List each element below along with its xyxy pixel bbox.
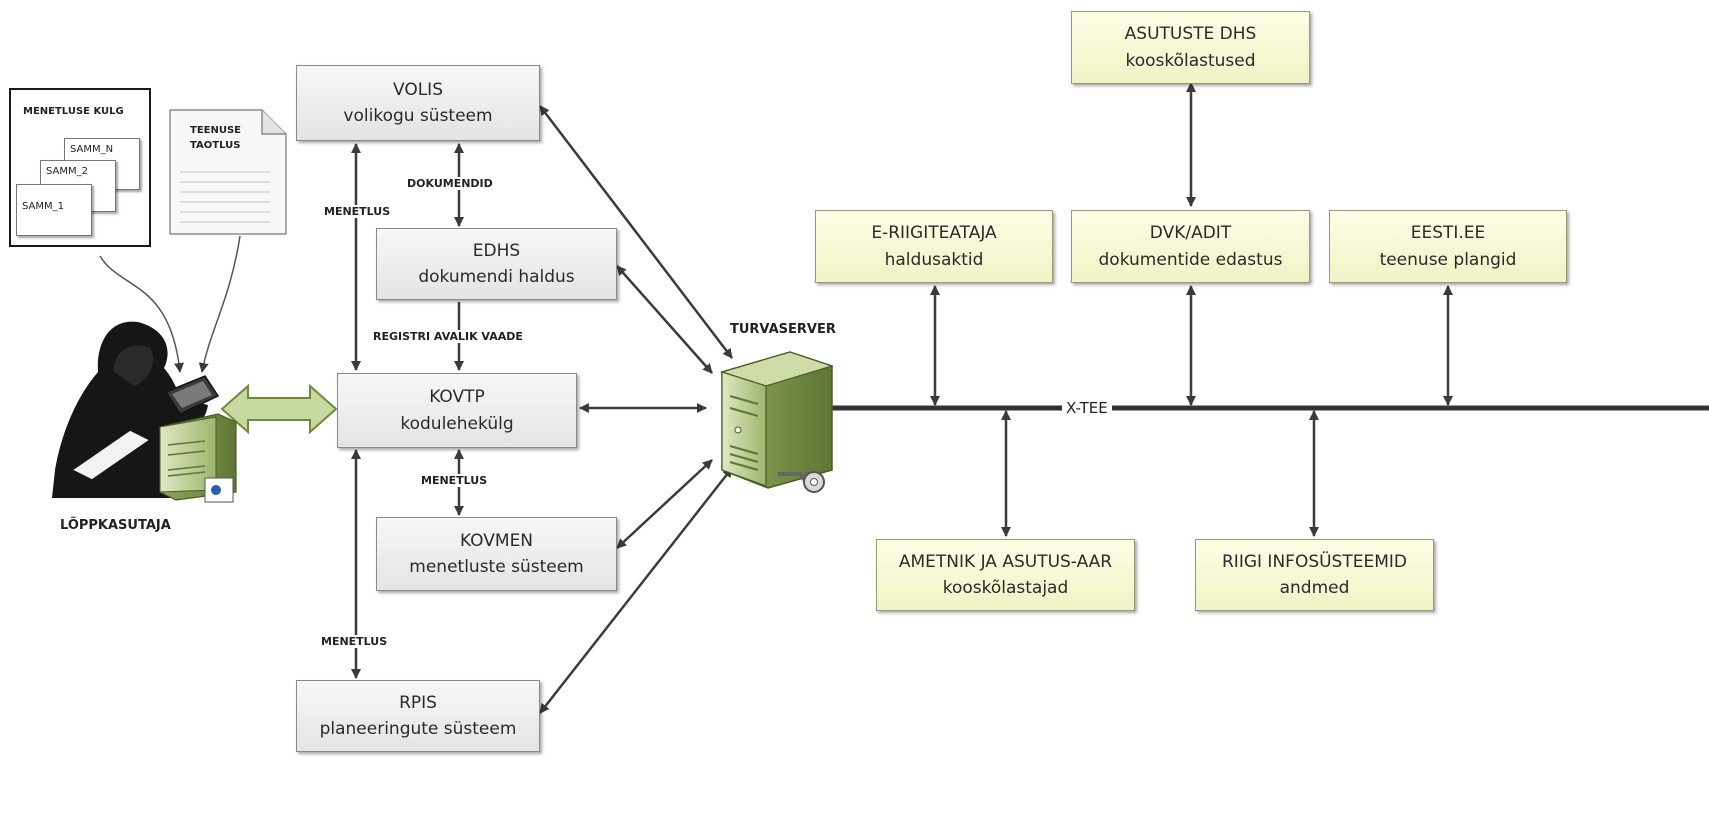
kovtp-subtitle: kodulehekülg [400, 413, 514, 434]
rpis-subtitle: planeeringute süsteem [319, 719, 517, 739]
dokumendid-label: DOKUMENDID [405, 177, 495, 190]
eesti-ee-box: EESTI.EE teenuse plangid [1329, 210, 1567, 283]
eesti-ee-title: EESTI.EE [1410, 223, 1486, 244]
ametnik-subtitle: kooskõlastajad [942, 578, 1069, 598]
end-user-label: LÕPPKASUTAJA [60, 518, 171, 533]
dvk-adit-subtitle: dokumentide edastus [1098, 249, 1283, 270]
kovmen-turvaserver-arrow [616, 459, 713, 549]
application-document [169, 109, 287, 235]
application-to-user-curve [198, 235, 241, 373]
ametnik-box: AMETNIK JA ASUTUS-AAR kooskõlastajad [876, 539, 1135, 611]
menetlus-mid-label: MENETLUS [419, 474, 490, 487]
application-doc-line2: TAOTLUS [190, 140, 241, 151]
eesti-ee-subtitle: teenuse plangid [1379, 249, 1517, 270]
asutuste-dhs-subtitle: kooskõlastused [1125, 50, 1256, 71]
xtee-label: X-TEE [1062, 399, 1112, 417]
edhs-box: EDHS dokumendi haldus [376, 228, 617, 300]
security-server-icon [719, 351, 834, 493]
registri-label: REGISTRI AVALIK VAADE [371, 330, 525, 343]
rpis-title: RPIS [399, 692, 437, 713]
kovmen-subtitle: menetluste süsteem [409, 557, 584, 577]
edhs-turvaserver-arrow [616, 265, 713, 374]
menetlus-left-label: MENETLUS [322, 205, 393, 218]
volis-title: VOLIS [393, 79, 443, 100]
edhs-subtitle: dokumendi haldus [418, 267, 575, 287]
kovmen-title: KOVMEN [459, 530, 534, 551]
e-riigiteataja-title: E-RIIGITEATAJA [871, 223, 997, 244]
rpis-box: RPIS planeeringute süsteem [296, 680, 540, 752]
volis-box: VOLIS volikogu süsteem [296, 65, 540, 141]
volis-subtitle: volikogu süsteem [343, 106, 493, 126]
riigi-infosusteemid-title: RIIGI INFOSÜSTEEMID [1222, 551, 1407, 572]
user-kovtp-double-arrow [220, 383, 338, 435]
e-riigiteataja-subtitle: haldusaktid [884, 249, 984, 270]
procedure-flow-title: MENETLUSE KULG [23, 106, 124, 117]
key-icon [778, 471, 825, 493]
asutuste-dhs-box: ASUTUSTE DHS kooskõlastused [1071, 11, 1310, 84]
kovtp-box: KOVTP kodulehekülg [337, 373, 577, 448]
menetlus-bottom-label: MENETLUS [319, 635, 390, 648]
turvaserver-label: TURVASERVER [730, 322, 836, 337]
step-1-card: SAMM_1 [16, 184, 92, 236]
application-doc-line1: TEENUSE [190, 125, 242, 136]
ametnik-title: AMETNIK JA ASUTUS-AAR [898, 551, 1113, 572]
riigi-infosusteemid-subtitle: andmed [1279, 578, 1350, 598]
kovmen-box: KOVMEN menetluste süsteem [376, 517, 617, 591]
dvk-adit-title: DVK/ADIT [1149, 223, 1232, 244]
kovtp-title: KOVTP [429, 387, 485, 408]
riigi-infosusteemid-box: RIIGI INFOSÜSTEEMID andmed [1195, 539, 1434, 611]
rpis-turvaserver-arrow [539, 467, 733, 714]
user-computer-icon [159, 413, 237, 503]
procedure-to-user-curve [99, 255, 184, 373]
asutuste-dhs-title: ASUTUSTE DHS [1124, 24, 1257, 45]
dvk-adit-box: DVK/ADIT dokumentide edastus [1071, 210, 1310, 283]
e-riigiteataja-box: E-RIIGITEATAJA haldusaktid [815, 210, 1053, 283]
edhs-title: EDHS [472, 240, 521, 261]
